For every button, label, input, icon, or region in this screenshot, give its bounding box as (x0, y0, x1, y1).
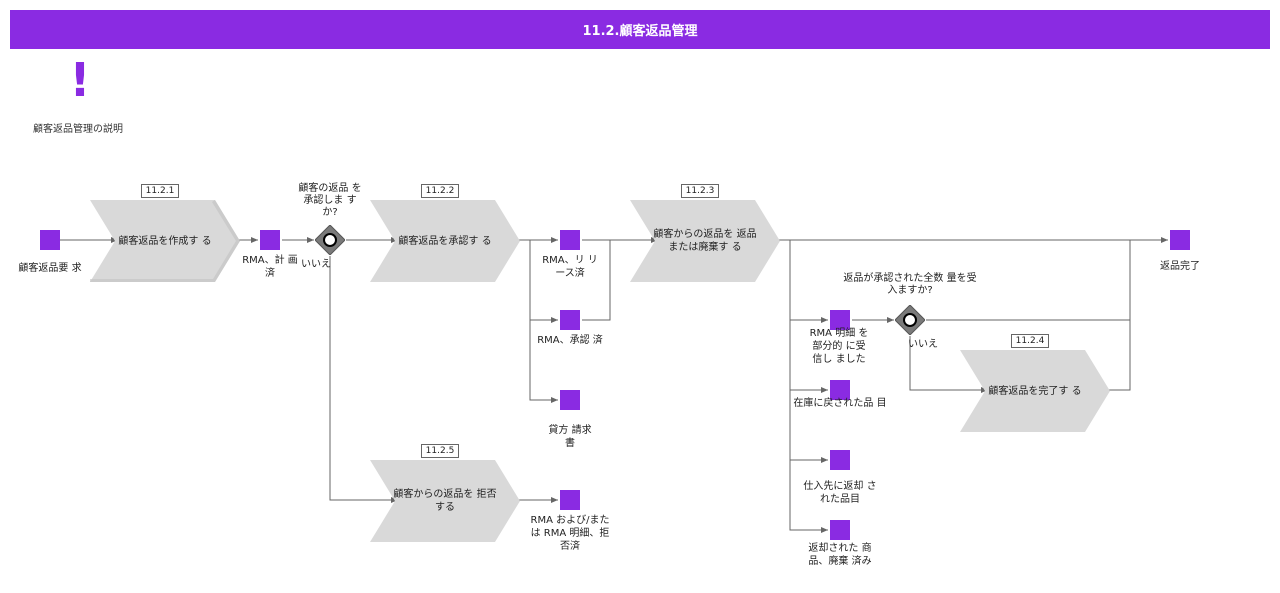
decision-gateway-approve[interactable] (314, 224, 346, 256)
function-approve-return[interactable]: 顧客返品を承認す る (370, 200, 520, 282)
event-label: RMA、計 画済 (242, 255, 298, 279)
function-id-badge: 11.2.3 (681, 184, 719, 198)
event-return-complete[interactable] (1170, 230, 1190, 250)
event-label: 返品完了 (1160, 261, 1200, 272)
exclamation-icon[interactable]: ! (69, 53, 91, 107)
function-label: 顧客返品を完了す る (988, 385, 1082, 397)
function-receive-or-scrap[interactable]: 顧客からの返品を 返品または廃棄す る (630, 200, 780, 282)
function-label: 顧客返品を承認す る (398, 235, 492, 247)
event-label: 返却された 商品、廃棄 済み (808, 543, 872, 567)
event-label: 仕入先に返却 された品目 (803, 481, 877, 505)
function-create-return[interactable]: 顧客返品を作成す る (90, 200, 240, 282)
event-label: RMA および/または RMA 明細、拒否済 (530, 515, 610, 552)
event-label: RMA、承認 済 (537, 335, 603, 346)
page-title: 11.2.顧客返品管理 (582, 24, 698, 39)
event-customer-return-request[interactable] (40, 230, 60, 250)
decision-gateway-full-receipt[interactable] (894, 304, 926, 336)
gateway-no-label: いいえ (908, 339, 938, 350)
function-id-badge: 11.2.5 (421, 444, 459, 458)
event-label: RMA、リ リース済 (542, 255, 598, 279)
function-id-badge: 11.2.1 (141, 184, 179, 198)
function-label: 顧客からの返品を 拒否する (393, 489, 497, 513)
event-rma-rejected[interactable] (560, 490, 580, 510)
event-restocked[interactable] (830, 380, 850, 400)
gateway-no-label: いいえ (301, 259, 331, 270)
function-label: 顧客からの返品を 返品または廃棄す る (653, 229, 757, 253)
event-rma-released[interactable] (560, 230, 580, 250)
page-header: 11.2.顧客返品管理 (10, 10, 1270, 49)
function-id-badge: 11.2.4 (1011, 334, 1049, 348)
event-scrapped[interactable] (830, 520, 850, 540)
function-id-badge: 11.2.2 (421, 184, 459, 198)
function-complete-return[interactable]: 顧客返品を完了す る (960, 350, 1110, 432)
event-rma-planned[interactable] (260, 230, 280, 250)
event-label: RMA 明細 を部分的 に受信し ました (809, 328, 869, 365)
gateway-question: 返品が承認された全数 量を受入ますか? (843, 273, 977, 296)
event-rma-approved[interactable] (560, 310, 580, 330)
function-reject-return[interactable]: 顧客からの返品を 拒否する (370, 460, 520, 542)
event-label: 貸方 請求 書 (548, 425, 592, 449)
event-credit-memo[interactable] (560, 390, 580, 410)
event-label: 在庫に戻された品 目 (793, 398, 887, 409)
event-partial-receipt[interactable] (830, 310, 850, 330)
event-label: 顧客返品要 求 (18, 263, 82, 274)
function-label: 顧客返品を作成す る (118, 235, 212, 247)
description-label[interactable]: 顧客返品管理の説明 (33, 124, 123, 135)
gateway-question: 顧客の返品 を承認しま すか? (298, 183, 362, 218)
event-returned-to-vendor[interactable] (830, 450, 850, 470)
